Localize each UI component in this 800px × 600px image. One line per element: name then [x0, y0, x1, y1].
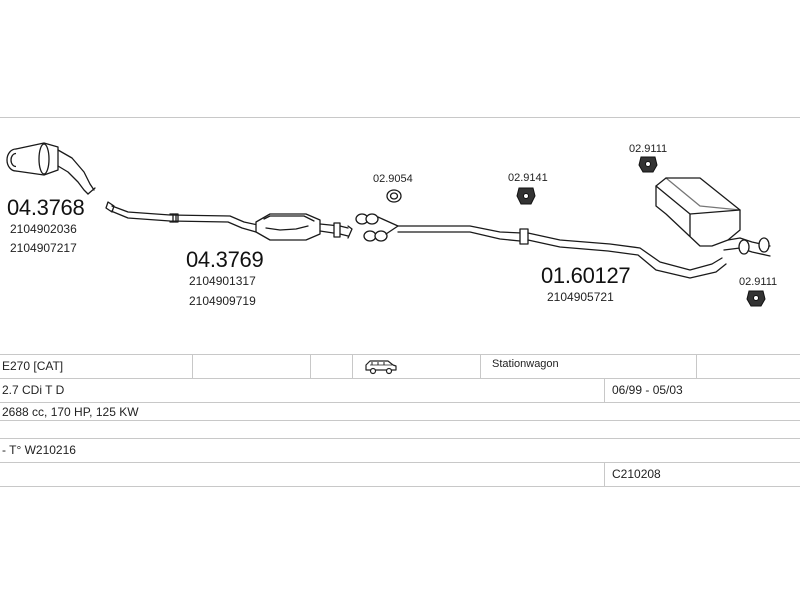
table-line	[0, 354, 800, 355]
part-number-catalyst: 04.3768	[7, 195, 85, 220]
station-wagon-car-icon	[365, 360, 397, 375]
table-divider	[604, 462, 605, 486]
part-number-rear-section: 01.60127	[541, 263, 631, 288]
engine-cell: 2.7 CDi T D	[2, 383, 65, 397]
body-type-cell: Stationwagon	[492, 358, 559, 370]
hanger-top-drawing	[638, 156, 658, 173]
table-divider	[310, 354, 311, 378]
table-line	[0, 402, 800, 403]
code-cell: C210208	[612, 467, 661, 481]
part-number-center-pipe: 04.3769	[186, 247, 264, 272]
oem-number-rear-section-1: 2104905721	[547, 290, 614, 304]
table-line	[0, 420, 800, 421]
table-line	[0, 486, 800, 487]
part-number-hanger-top: 02.9111	[629, 143, 668, 155]
gasket-ring-drawing	[386, 189, 402, 203]
table-divider	[696, 354, 697, 378]
part-number-gasket: 02.9054	[373, 173, 413, 185]
center-pipe-drawing	[105, 201, 353, 241]
exhaust-diagram	[6, 142, 771, 307]
table-line	[0, 462, 800, 463]
catalyst-drawing	[6, 142, 96, 195]
production-period-cell: 06/99 - 05/03	[612, 383, 683, 397]
table-line	[0, 378, 800, 379]
table-divider	[480, 354, 481, 378]
table-divider	[352, 354, 353, 378]
specs-cell: 2688 cc, 170 HP, 125 KW	[2, 405, 139, 419]
top-border	[0, 117, 800, 118]
hanger-mid-drawing	[516, 187, 536, 205]
table-line	[0, 438, 800, 439]
part-number-hanger-mid: 02.9141	[508, 172, 548, 184]
oem-number-center-pipe-1: 2104901317	[189, 274, 256, 288]
oem-number-catalyst-1: 2104902036	[10, 222, 77, 236]
table-divider	[192, 354, 193, 378]
hanger-bottom-drawing	[746, 290, 766, 307]
table-divider	[604, 378, 605, 402]
oem-number-center-pipe-2: 2104909719	[189, 294, 256, 308]
chassis-cell: - T° W210216	[2, 443, 76, 457]
model-cell: E270 [CAT]	[2, 359, 64, 373]
rear-section-drawing	[355, 177, 771, 279]
oem-number-catalyst-2: 2104907217	[10, 241, 77, 255]
part-number-hanger-bottom: 02.9111	[739, 276, 778, 288]
